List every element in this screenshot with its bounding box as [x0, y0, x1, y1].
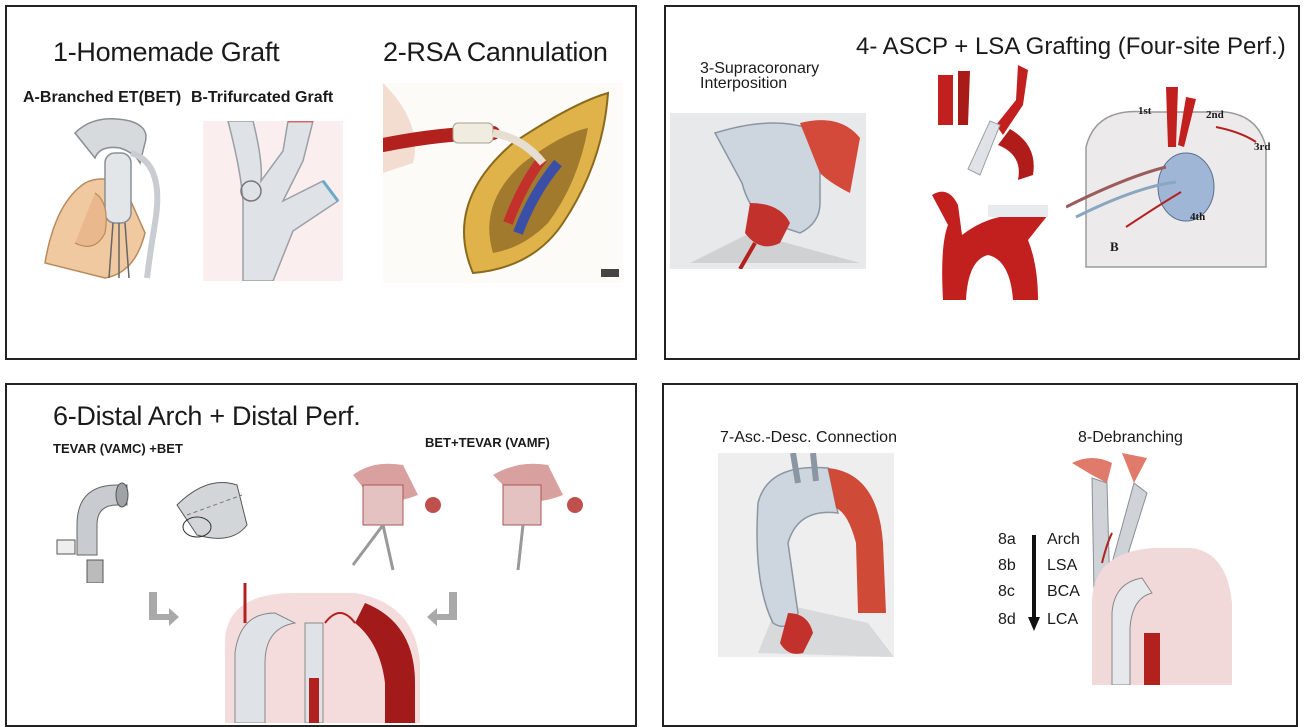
rsa-cannulation-illustration [383, 83, 623, 283]
label-site-2: 2nd [1206, 109, 1224, 121]
title-rsa-cannulation: 2-RSA Cannulation [383, 37, 608, 68]
step-name-bca: BCA [1047, 583, 1080, 601]
distal-arch-illustration [215, 583, 423, 723]
label-site-1: 1st [1138, 105, 1151, 117]
four-site-perfusion-illustration: 1st 2nd 3rd 4th B [1066, 87, 1282, 277]
label-supracoronary-line1: 3-Supracoronary [700, 61, 819, 76]
label-supracoronary-line2: Interposition [700, 76, 819, 91]
arrow-left-icon [145, 590, 181, 630]
label-trifurcated-graft: B-Trifurcated Graft [191, 89, 333, 107]
label-tevar-vamc-bet: TEVAR (VAMC) +BET [53, 441, 183, 456]
label-branched-et: A-Branched ET(BET) [23, 89, 181, 107]
branched-et-illustration [35, 113, 175, 283]
title-debranching: 8-Debranching [1078, 429, 1183, 447]
panel-distal-arch: 6-Distal Arch + Distal Perf. TEVAR (VAMC… [5, 383, 637, 727]
step-code-8b: 8b [998, 557, 1016, 575]
label-bet-tevar-vamf: BET+TEVAR (VAMF) [425, 435, 550, 450]
step-name-lca: LCA [1047, 611, 1078, 629]
asc-desc-connection-illustration [718, 453, 894, 657]
label-site-4: 4th [1190, 211, 1205, 223]
panel-ascp-lsa-grafting: 4- ASCP + LSA Grafting (Four-site Perf.)… [664, 5, 1300, 360]
label-supracoronary: 3-Supracoronary Interposition [700, 61, 819, 91]
arrow-right-icon [425, 590, 461, 630]
title-ascp-lsa-grafting: 4- ASCP + LSA Grafting (Four-site Perf.) [856, 33, 1286, 61]
step-code-8d: 8d [998, 611, 1016, 629]
panel-homemade-graft: 1-Homemade Graft 2-RSA Cannulation A-Bra… [5, 5, 637, 360]
supracoronary-illustration [670, 113, 866, 269]
bet-tevar-vamf-illustration [343, 455, 613, 575]
trifurcated-graft-illustration [203, 121, 343, 281]
title-distal-arch: 6-Distal Arch + Distal Perf. [53, 401, 360, 432]
panel-asc-desc-debranching: 7-Asc.-Desc. Connection 8-Debranching 8a… [662, 383, 1298, 727]
title-homemade-graft: 1-Homemade Graft [53, 37, 279, 68]
label-b: B [1110, 239, 1119, 255]
tevar-vamc-illustration [47, 465, 267, 583]
step-name-lsa: LSA [1047, 557, 1077, 575]
debranching-illustration [1052, 453, 1232, 685]
title-asc-desc-connection: 7-Asc.-Desc. Connection [720, 429, 897, 447]
step-sequence-arrow-icon [1028, 535, 1040, 631]
lsa-graft-components-illustration [928, 65, 1068, 305]
step-code-8c: 8c [998, 583, 1015, 601]
step-name-arch: Arch [1047, 531, 1080, 549]
step-code-8a: 8a [998, 531, 1016, 549]
label-site-3: 3rd [1254, 141, 1271, 153]
